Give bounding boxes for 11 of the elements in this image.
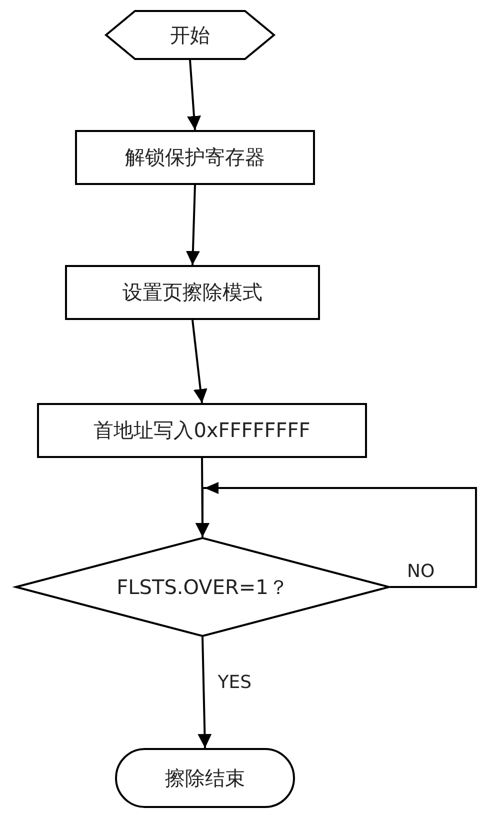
process-box: 解锁保护寄存器: [75, 130, 315, 185]
arrow: [192, 320, 208, 404]
process-box: 设置页擦除模式: [65, 265, 320, 320]
arrow: [187, 60, 201, 130]
start-hexagon: 开始: [105, 10, 275, 60]
arrow: [198, 636, 212, 748]
arrow: [196, 482, 477, 588]
process-box: 首地址写入0xFFFFFFFF: [37, 403, 367, 458]
decision-diamond: FLSTS.OVER=1？: [15, 537, 390, 637]
arrow: [186, 184, 200, 266]
end-terminator: 擦除结束: [115, 748, 295, 808]
